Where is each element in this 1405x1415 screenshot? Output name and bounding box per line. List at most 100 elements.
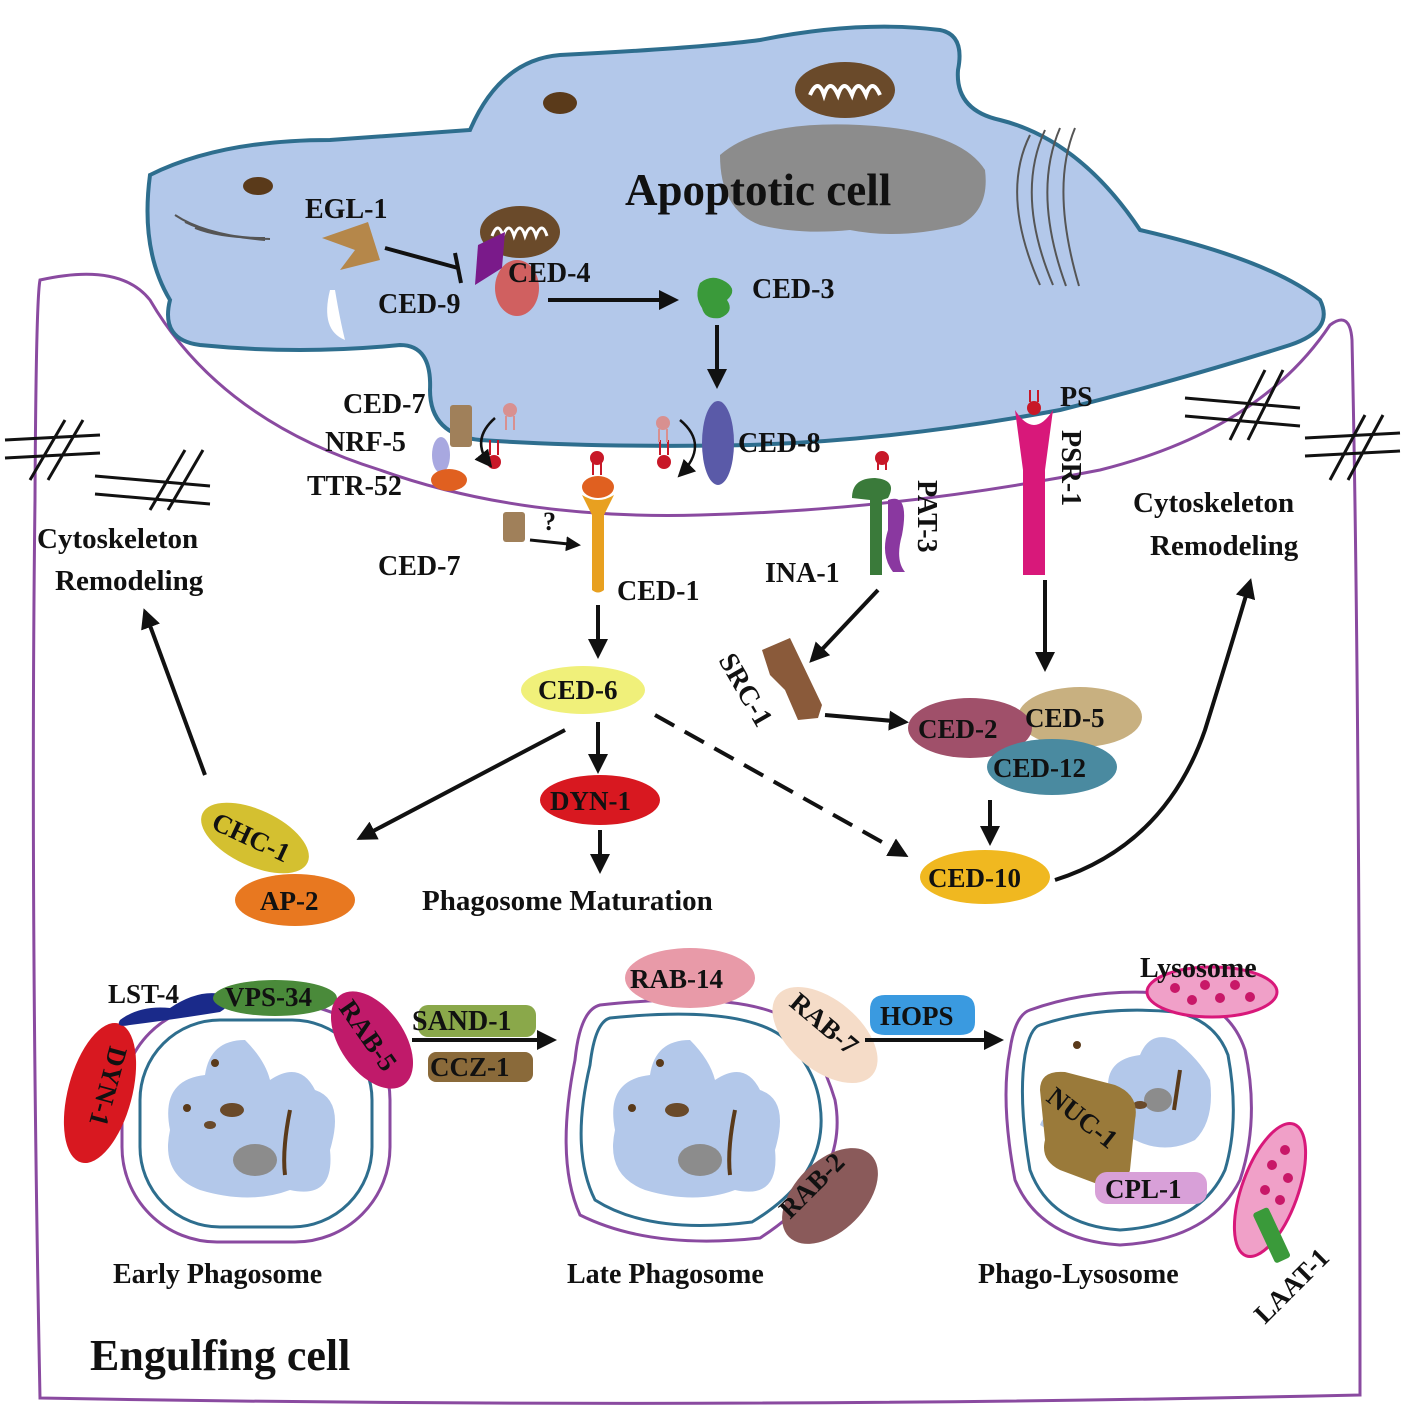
apoptotic-cell-label: Apoptotic cell bbox=[625, 165, 891, 215]
mitochondrion-top bbox=[795, 62, 895, 118]
nucleus-fragment-left bbox=[243, 177, 273, 195]
ced7-top-shape bbox=[450, 405, 472, 447]
cyto-left-label-2: Remodeling bbox=[55, 565, 204, 597]
ced8-shape bbox=[702, 401, 734, 485]
sand1-label: SAND-1 bbox=[412, 1006, 512, 1037]
egl1-shape bbox=[322, 222, 380, 270]
ina1-label: INA-1 bbox=[765, 558, 840, 589]
egl1-inhibits-ced9 bbox=[384, 246, 459, 270]
endoplasmic-reticulum-left bbox=[174, 214, 271, 241]
ps-lipids bbox=[487, 390, 1041, 475]
ced8-label: CED-8 bbox=[738, 428, 820, 459]
nrf5-label: NRF-5 bbox=[325, 427, 406, 458]
ced6-shape bbox=[521, 666, 645, 714]
cpl1-shape bbox=[1095, 1172, 1207, 1204]
phago-lysosome-label: Phago-Lysosome bbox=[978, 1259, 1179, 1290]
cyto-left-label-1: Cytoskeleton bbox=[37, 523, 198, 555]
cpl1-label: CPL-1 bbox=[1105, 1174, 1182, 1204]
ina1-shape bbox=[852, 478, 892, 575]
cytoskeleton-hash-right bbox=[1184, 369, 1401, 481]
nucleus-fragment-top bbox=[543, 92, 577, 114]
cytoskeleton-hash-left bbox=[4, 419, 211, 511]
flip-arrow-left bbox=[474, 417, 496, 468]
ced9-shape bbox=[475, 232, 505, 285]
ced7-top-label: CED-7 bbox=[343, 389, 425, 420]
ap2-label: AP-2 bbox=[260, 886, 318, 916]
lysosome-top-shape bbox=[1145, 965, 1279, 1019]
dyn1-mid-label: DYN-1 bbox=[550, 786, 631, 816]
pat3-label: PAT-3 bbox=[911, 480, 942, 553]
cyto-right-label-1: Cytoskeleton bbox=[1133, 487, 1294, 519]
hops-shape bbox=[870, 995, 975, 1035]
late-phagosome-label: Late Phagosome bbox=[567, 1259, 764, 1290]
ced10-shape bbox=[920, 850, 1050, 904]
nuc1-shape bbox=[1040, 1071, 1136, 1186]
condensed-nucleus bbox=[720, 124, 986, 234]
nrf5-shape bbox=[432, 437, 450, 473]
egl1-label: EGL-1 bbox=[305, 194, 387, 225]
ced6-to-ced10-dashed bbox=[654, 713, 909, 857]
lst4-label: LST-4 bbox=[108, 979, 179, 1009]
hops-label: HOPS bbox=[880, 1001, 954, 1031]
cyto-right-label-2: Remodeling bbox=[1150, 530, 1299, 562]
golgi-right bbox=[1016, 127, 1080, 287]
ced2-shape bbox=[908, 698, 1032, 758]
ced3-shape bbox=[697, 277, 733, 319]
ps-label: PS bbox=[1060, 382, 1093, 413]
sand1-shape bbox=[418, 1005, 536, 1037]
lysosome-side-granules bbox=[1260, 1145, 1293, 1205]
ced12-label: CED-12 bbox=[993, 753, 1086, 783]
rab14-shape bbox=[625, 948, 755, 1008]
ced4-shape bbox=[495, 260, 539, 316]
ced7-low-shape bbox=[503, 512, 525, 542]
chc1-shape bbox=[201, 802, 309, 874]
ced4-label: CED-4 bbox=[508, 258, 590, 289]
ced1-label: CED-1 bbox=[617, 576, 699, 607]
ced12-shape bbox=[987, 739, 1117, 795]
ced1-ligand bbox=[582, 476, 614, 498]
ps-lipids-faded bbox=[503, 403, 670, 442]
ccz1-label: CCZ-1 bbox=[430, 1052, 510, 1082]
ced6-label: CED-6 bbox=[538, 675, 618, 705]
ced7-to-ced1-arrow bbox=[529, 536, 581, 552]
lysosome-top-granules bbox=[1170, 980, 1255, 1005]
vps34-label: VPS-34 bbox=[225, 982, 312, 1012]
ap2-shape bbox=[235, 874, 355, 926]
psr1-shape bbox=[1015, 410, 1053, 575]
rab2-shape bbox=[782, 1148, 878, 1244]
ced5-label: CED-5 bbox=[1025, 703, 1105, 733]
src1-to-ced2-arrow bbox=[824, 710, 909, 731]
question-mark: ? bbox=[543, 507, 556, 536]
apoptotic-cell-notch bbox=[327, 290, 345, 340]
lysosome-label: Lysosome bbox=[1140, 953, 1257, 984]
ced9-label: CED-9 bbox=[378, 289, 460, 320]
ced10-to-cytoskeleton-arrow bbox=[1054, 578, 1256, 882]
src1-shape bbox=[762, 638, 822, 720]
ced2-label: CED-2 bbox=[918, 714, 998, 744]
early-phagosome bbox=[120, 1003, 392, 1244]
ced3-label: CED-3 bbox=[752, 274, 834, 305]
ced7-low-label: CED-7 bbox=[378, 551, 460, 582]
early-phagosome-label: Early Phagosome bbox=[113, 1259, 322, 1290]
late-phagosome bbox=[564, 998, 839, 1243]
ced6-to-chc1-arrow bbox=[356, 728, 566, 840]
flip-arrow-mid bbox=[677, 419, 697, 478]
ttr52-shape bbox=[431, 469, 467, 491]
ina1-to-src1-arrow bbox=[809, 588, 880, 663]
apoptotic-cell-membrane bbox=[145, 24, 1326, 448]
dyn1-low-shape bbox=[63, 1022, 137, 1164]
pat3-shape bbox=[884, 498, 905, 572]
laat1-shape bbox=[1253, 1207, 1291, 1263]
psr1-label: PSR-1 bbox=[1055, 430, 1086, 506]
ced10-label: CED-10 bbox=[928, 863, 1021, 893]
ced1-shape bbox=[582, 495, 614, 593]
ced5-shape bbox=[1018, 687, 1142, 747]
engulfing-cell-label: Engulfing cell bbox=[90, 1331, 350, 1380]
rab7-shape bbox=[772, 986, 878, 1084]
phagosome-maturation-label: Phagosome Maturation bbox=[422, 885, 713, 917]
lst4-shape bbox=[118, 993, 229, 1026]
dyn1-mid-shape bbox=[540, 775, 660, 825]
rab5-shape bbox=[330, 991, 414, 1089]
ccz1-shape bbox=[428, 1052, 533, 1082]
